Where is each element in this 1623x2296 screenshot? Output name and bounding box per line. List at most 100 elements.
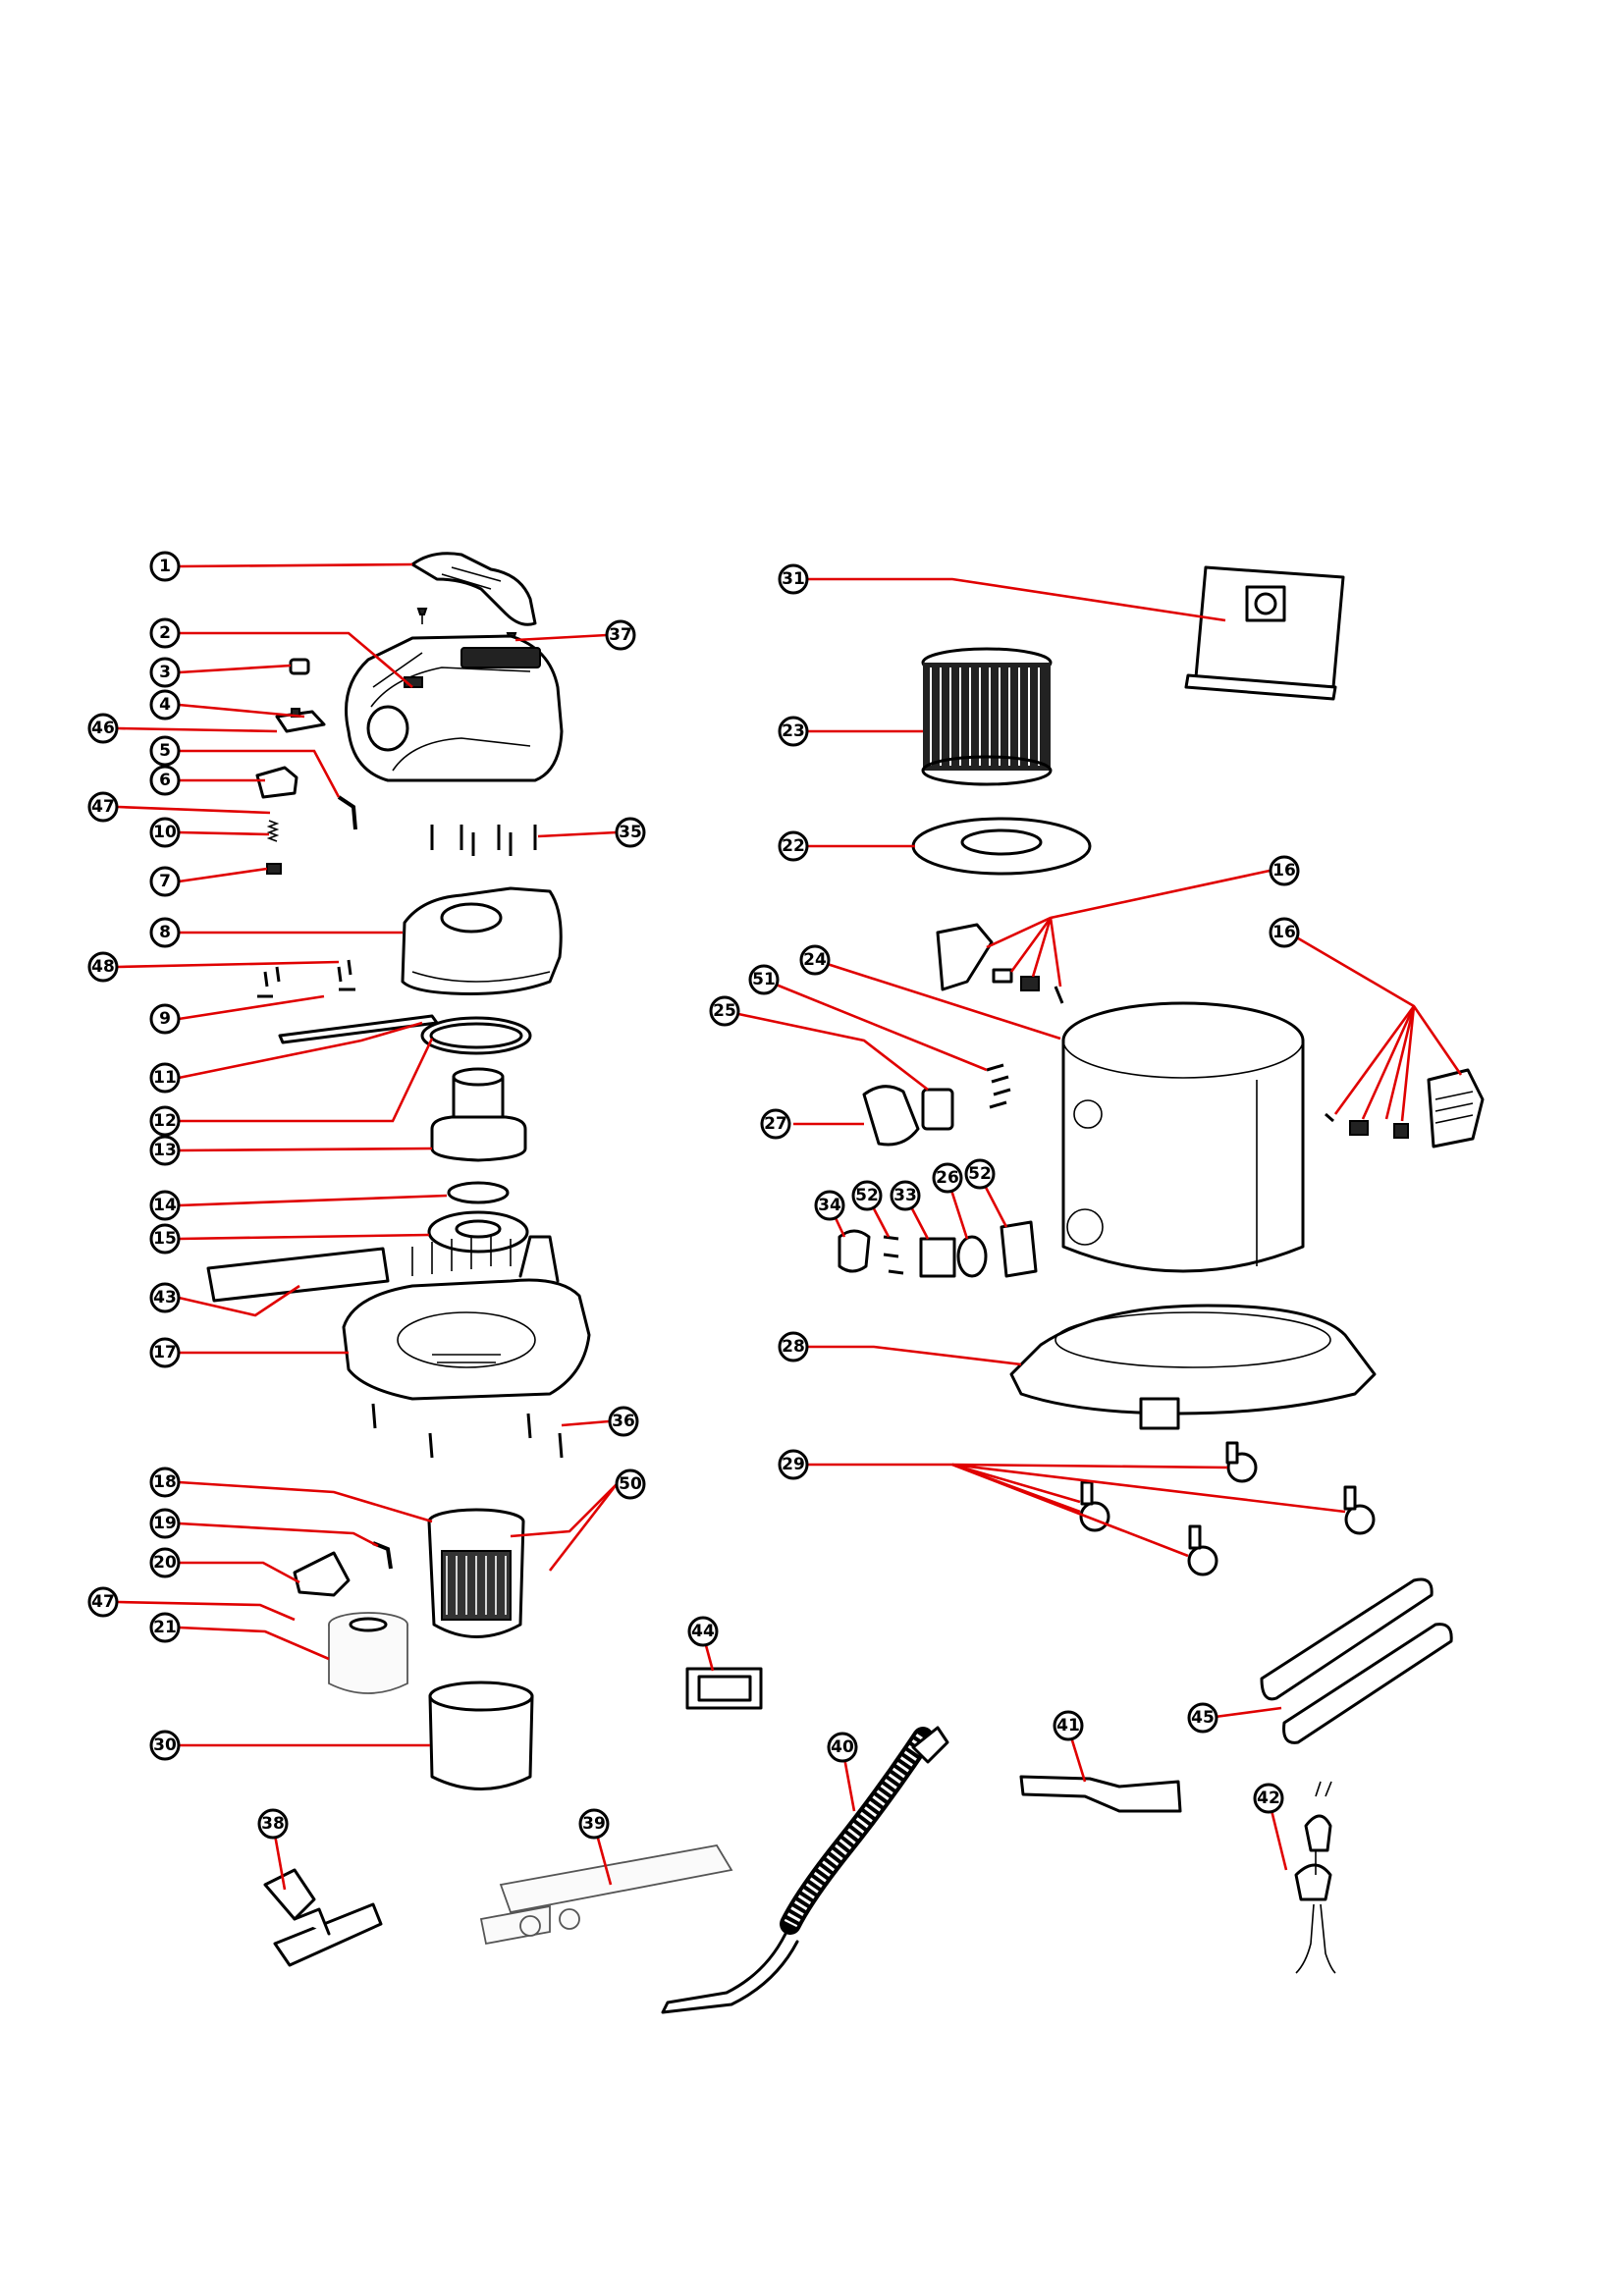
label-plate-part [685,1667,763,1710]
inlet-part [862,1085,954,1147]
clip-part [293,1551,351,1597]
callout-14: 14 [149,1190,181,1221]
callout-52a: 52 [851,1180,883,1211]
callout-35: 35 [615,817,646,848]
crevice-tool-part [479,1844,733,1946]
callout-2: 2 [149,617,181,649]
callout-5: 5 [149,735,181,767]
screws-small [257,959,355,998]
callout-43: 43 [149,1282,181,1313]
callout-label: 12 [153,1111,177,1131]
callout-9: 9 [149,1003,181,1035]
callout-label: 29 [782,1455,805,1474]
callout-label: 1 [159,557,171,576]
callout-label: 36 [612,1412,635,1431]
callout-15: 15 [149,1223,181,1255]
callout-39: 39 [578,1808,610,1840]
callout-label: 41 [1056,1716,1080,1735]
callout-31: 31 [778,563,809,595]
floor-nozzle-part [263,1868,383,1967]
callout-48: 48 [87,951,119,983]
callout-3: 3 [149,657,181,688]
callout-36: 36 [608,1406,639,1437]
callout-16a: 16 [1269,855,1300,886]
callout-label: 23 [782,721,805,741]
callout-label: 11 [153,1068,177,1088]
callout-33: 33 [890,1180,921,1211]
callout-label: 43 [153,1288,177,1308]
callout-label: 27 [764,1114,787,1134]
motor-seat-part [427,1210,529,1254]
callout-label: 15 [153,1229,177,1249]
callout-4: 4 [149,689,181,721]
callout-label: 22 [782,836,805,856]
small-ring-part [447,1181,510,1204]
callout-12: 12 [149,1105,181,1137]
callout-label: 4 [159,695,171,715]
screws-row [430,825,537,856]
extension-tube-part [1019,1775,1182,1813]
callout-21: 21 [149,1612,181,1643]
sponge-filter-part [328,1612,408,1694]
callout-label: 20 [153,1553,177,1573]
callout-25: 25 [709,995,740,1027]
dust-bag-part [1184,565,1345,701]
callout-label: 52 [968,1164,992,1184]
callout-label: 7 [159,872,171,891]
clamp-left-part [936,923,1064,1004]
callout-label: 31 [782,569,805,589]
motor-part [430,1067,527,1162]
callout-27: 27 [760,1108,791,1140]
callout-51: 51 [748,964,780,995]
callout-label: 10 [153,823,177,842]
power-cord-part [1294,1781,1336,1974]
callout-46: 46 [87,713,119,744]
callout-34: 34 [814,1190,845,1221]
float-cage-part [427,1508,525,1638]
callout-38: 38 [257,1808,289,1840]
switch-part [275,658,326,733]
motor-housing-part [401,886,563,995]
callout-45: 45 [1187,1702,1218,1734]
callout-18: 18 [149,1467,181,1498]
callout-30: 30 [149,1730,181,1761]
callout-label: 21 [153,1618,177,1637]
callout-label: 52 [855,1186,879,1205]
callout-17: 17 [149,1337,181,1368]
hex-key-part [337,795,357,830]
key-part [372,1541,393,1570]
callout-label: 16 [1272,861,1296,881]
lower-housing-part [342,1235,591,1401]
callout-label: 5 [159,741,171,761]
spring-part [266,820,282,875]
callout-20: 20 [149,1547,181,1578]
screws-side [986,1063,1011,1109]
callout-label: 30 [153,1735,177,1755]
leader-lines [117,562,1463,1891]
callout-label: 26 [936,1168,959,1188]
callout-label: 48 [91,957,115,977]
callout-50: 50 [615,1468,646,1500]
callout-label: 25 [713,1001,736,1021]
callout-label: 47 [91,1592,115,1612]
callout-22: 22 [778,830,809,862]
callout-7: 7 [149,866,181,897]
callout-10: 10 [149,817,181,848]
motor-cover-part [345,634,564,782]
callout-41: 41 [1053,1710,1084,1741]
outlet-parts [838,1220,1038,1278]
callout-label: 9 [159,1009,171,1029]
callout-label: 2 [159,623,171,643]
callout-label: 51 [752,970,776,989]
callout-label: 13 [153,1141,177,1160]
callout-label: 35 [619,823,642,842]
callout-label: 28 [782,1337,805,1357]
screws-bottom [371,1403,564,1459]
callout-label: 50 [619,1474,642,1494]
callout-52b: 52 [964,1158,996,1190]
callout-label: 44 [691,1622,715,1641]
callout-28: 28 [778,1331,809,1362]
cartridge-filter-part [921,647,1053,786]
callout-label: 37 [609,625,632,645]
